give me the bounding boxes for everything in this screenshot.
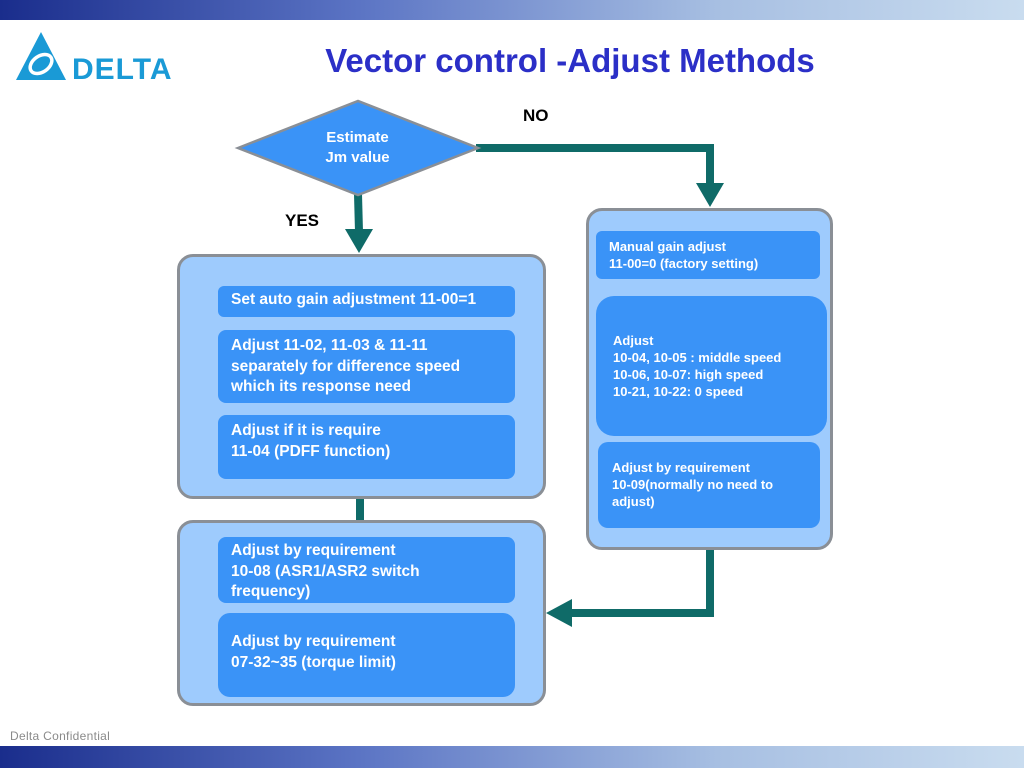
step-line: Adjust by requirement <box>231 542 396 559</box>
step-line: which its response need <box>231 378 412 395</box>
decision-label: Estimate Jm value <box>290 128 425 168</box>
step-line: Manual gain adjust <box>609 239 727 254</box>
step-line: 10-09(normally no need to <box>612 477 774 492</box>
step-line: separately for difference speed <box>231 357 461 375</box>
no-label: NO <box>523 106 549 125</box>
no-arrow <box>476 144 714 185</box>
no-panel: Manual gain adjust 11-00=0 (factory sett… <box>586 208 833 550</box>
yes-arrowhead <box>345 229 373 253</box>
step-line: 10-21, 10-22: 0 speed <box>613 384 744 399</box>
yes-arrow <box>354 193 363 233</box>
step-line: frequency) <box>231 583 311 600</box>
delta-logo: DELTA <box>16 32 173 84</box>
footer-confidential: Delta Confidential <box>10 729 111 743</box>
step-adjust-speed-gains: Adjust 11-02, 11-03 & 11-11 separately f… <box>218 330 515 403</box>
step-auto-gain: Set auto gain adjustment 11-00=1 <box>218 286 515 317</box>
return-arrowhead <box>546 599 572 627</box>
step-line: Adjust if it is require <box>231 422 381 439</box>
step-line: 10-04, 10-05 : middle speed <box>613 350 782 365</box>
step-pdff: Adjust if it is require 11-04 (PDFF func… <box>218 415 515 479</box>
bottom-decorative-bar <box>0 746 1024 768</box>
yes-label: YES <box>285 211 320 230</box>
step-asr-switch: Adjust by requirement 10-08 (ASR1/ASR2 s… <box>218 537 515 603</box>
top-decorative-bar <box>0 0 1024 20</box>
step-10-09: Adjust by requirement 10-09(normally no … <box>598 442 820 528</box>
step-line: 11-04 (PDFF function) <box>231 442 391 460</box>
no-arrowhead <box>696 183 724 207</box>
step-torque-limit: Adjust by requirement 07-32~35 (torque l… <box>218 613 515 697</box>
step-line: Set auto gain adjustment 11-00=1 <box>231 291 477 308</box>
step-speed-params: Adjust 10-04, 10-05 : middle speed 10-06… <box>596 296 827 436</box>
step-line: adjust) <box>612 494 655 509</box>
decision-line: Estimate <box>326 129 389 146</box>
decision-line: Jm value <box>325 149 390 166</box>
step-line: 10-08 (ASR1/ASR2 switch <box>231 562 420 580</box>
step-line: 07-32~35 (torque limit) <box>231 653 396 671</box>
step-line: Adjust by requirement <box>231 633 396 650</box>
return-arrow <box>570 548 714 617</box>
step-line: Adjust by requirement <box>612 460 750 475</box>
step-line: 11-00=0 (factory setting) <box>609 256 759 271</box>
step-line: Adjust 11-02, 11-03 & 11-11 <box>231 337 428 354</box>
page-title: Vector control -Adjust Methods <box>325 42 815 79</box>
step-manual-gain: Manual gain adjust 11-00=0 (factory sett… <box>596 231 820 279</box>
yes-panel-1: Set auto gain adjustment 11-00=1 Adjust … <box>177 254 546 499</box>
step-line: Adjust <box>613 333 654 348</box>
yes-panel-2: Adjust by requirement 10-08 (ASR1/ASR2 s… <box>177 520 546 706</box>
logo-wordmark: DELTA <box>72 53 173 84</box>
decision-diamond <box>234 99 482 197</box>
step-line: 10-06, 10-07: high speed <box>613 367 764 382</box>
